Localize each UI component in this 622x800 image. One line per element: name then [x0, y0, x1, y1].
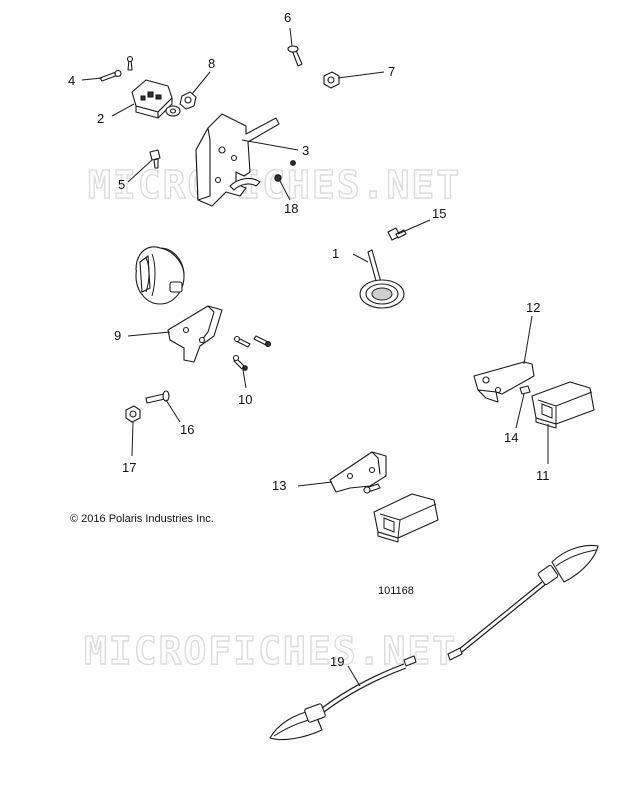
- callout-13: 13: [272, 478, 286, 493]
- part-actuator: [135, 246, 185, 305]
- part-16-bolt: [145, 390, 170, 404]
- callout-1: 1: [332, 246, 339, 261]
- callout-12: 12: [526, 300, 540, 315]
- part-15-screw: [387, 227, 407, 241]
- callout-8: 8: [208, 56, 215, 71]
- callout-9: 9: [114, 328, 121, 343]
- part-18-nut: [274, 160, 296, 182]
- reference-number: 101168: [378, 585, 414, 597]
- part-7-nut: [323, 71, 340, 89]
- part-pin: [126, 55, 134, 71]
- part-13-bracket: [329, 451, 387, 493]
- callout-14: 14: [504, 430, 518, 445]
- part-19-signal-left: [269, 655, 417, 741]
- part-1-horn: [359, 249, 405, 309]
- part-19-signal-right: [447, 544, 599, 661]
- leader-lines: [81, 27, 549, 687]
- part-3-bracket: [195, 113, 280, 207]
- part-9-bracket: [167, 305, 223, 363]
- callout-17: 17: [122, 460, 136, 475]
- part-11-lamp: [531, 381, 595, 429]
- part-17-nut: [125, 405, 141, 423]
- part-4-screw: [99, 69, 122, 82]
- callout-18: 18: [284, 201, 298, 216]
- callout-10: 10: [238, 392, 252, 407]
- callout-19: 19: [330, 654, 344, 669]
- part-lamp-lower: [373, 493, 439, 543]
- callout-7: 7: [388, 64, 395, 79]
- watermark-bottom: MICROFICHES.NET: [84, 629, 457, 673]
- part-6-bolt: [287, 45, 303, 67]
- callout-4: 4: [68, 73, 75, 88]
- part-14-screw: [519, 385, 531, 395]
- part-8-nut: [165, 91, 197, 117]
- part-5-screw: [149, 149, 161, 169]
- callout-11: 11: [536, 468, 550, 483]
- part-2-switch: [131, 79, 173, 119]
- copyright-text: © 2016 Polaris Industries Inc.: [70, 513, 214, 525]
- callout-5: 5: [118, 177, 125, 192]
- part-12-bracket: [473, 361, 535, 403]
- part-13-screw: [363, 483, 381, 494]
- watermark-top: MICROFICHES.NET: [88, 163, 461, 207]
- callout-2: 2: [97, 111, 104, 126]
- callout-6: 6: [284, 10, 291, 25]
- callout-3: 3: [302, 143, 309, 158]
- callout-15: 15: [432, 206, 446, 221]
- part-10-screws: [232, 335, 271, 371]
- callout-16: 16: [180, 422, 194, 437]
